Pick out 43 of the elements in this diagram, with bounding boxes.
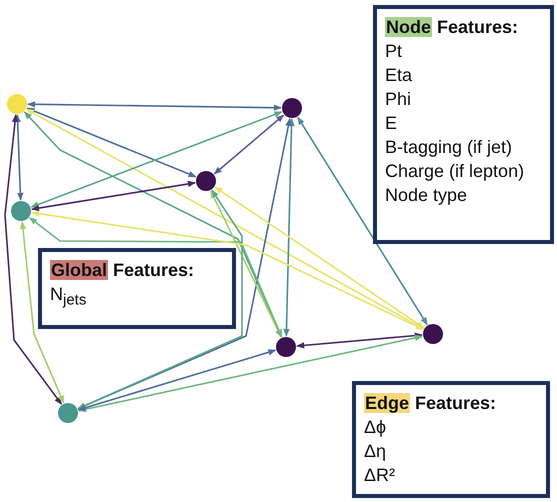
arrow xyxy=(78,349,276,411)
feature-item: Δη xyxy=(364,440,388,463)
graph-node xyxy=(276,337,296,357)
feature-item: Eta xyxy=(385,64,414,87)
arrow xyxy=(283,118,295,337)
arrow xyxy=(214,186,425,329)
arrow xyxy=(210,190,282,338)
arrow xyxy=(77,190,243,410)
arrow xyxy=(20,221,64,404)
feature-item: N$_{jets}$ xyxy=(50,283,88,311)
arrow xyxy=(14,114,24,201)
arrow xyxy=(78,334,423,412)
box-heading: Node Features: xyxy=(385,16,520,39)
feature-item: ΔR² xyxy=(364,464,396,487)
graph-node xyxy=(11,201,31,221)
graph-node xyxy=(196,171,216,191)
arrow xyxy=(27,101,282,111)
box-heading: Global Features: xyxy=(50,259,196,282)
feature-item: Charge (if lepton) xyxy=(385,160,526,183)
feature-box xyxy=(352,381,550,498)
arrow xyxy=(26,107,197,178)
graph-node xyxy=(282,98,302,118)
arrow xyxy=(26,108,424,330)
feature-box xyxy=(373,5,554,244)
feature-item: Node type xyxy=(385,184,468,207)
graph-node xyxy=(58,403,78,423)
feature-item: E xyxy=(385,112,398,135)
arrow xyxy=(4,114,62,405)
arrow xyxy=(30,111,282,208)
graph-node xyxy=(423,324,443,344)
arrow xyxy=(29,217,282,338)
feature-box xyxy=(38,248,236,329)
arrow xyxy=(31,210,424,330)
arrow xyxy=(31,180,196,212)
arrow xyxy=(297,116,428,326)
box-heading: Edge Features: xyxy=(364,392,498,415)
feature-item: Δϕ xyxy=(364,416,388,439)
graph-node xyxy=(7,94,27,114)
feature-item: B-tagging (if jet) xyxy=(385,136,514,159)
arrow xyxy=(214,114,284,174)
feature-item: Pt xyxy=(385,40,404,63)
feature-item: Phi xyxy=(385,88,412,111)
arrow xyxy=(296,332,423,349)
